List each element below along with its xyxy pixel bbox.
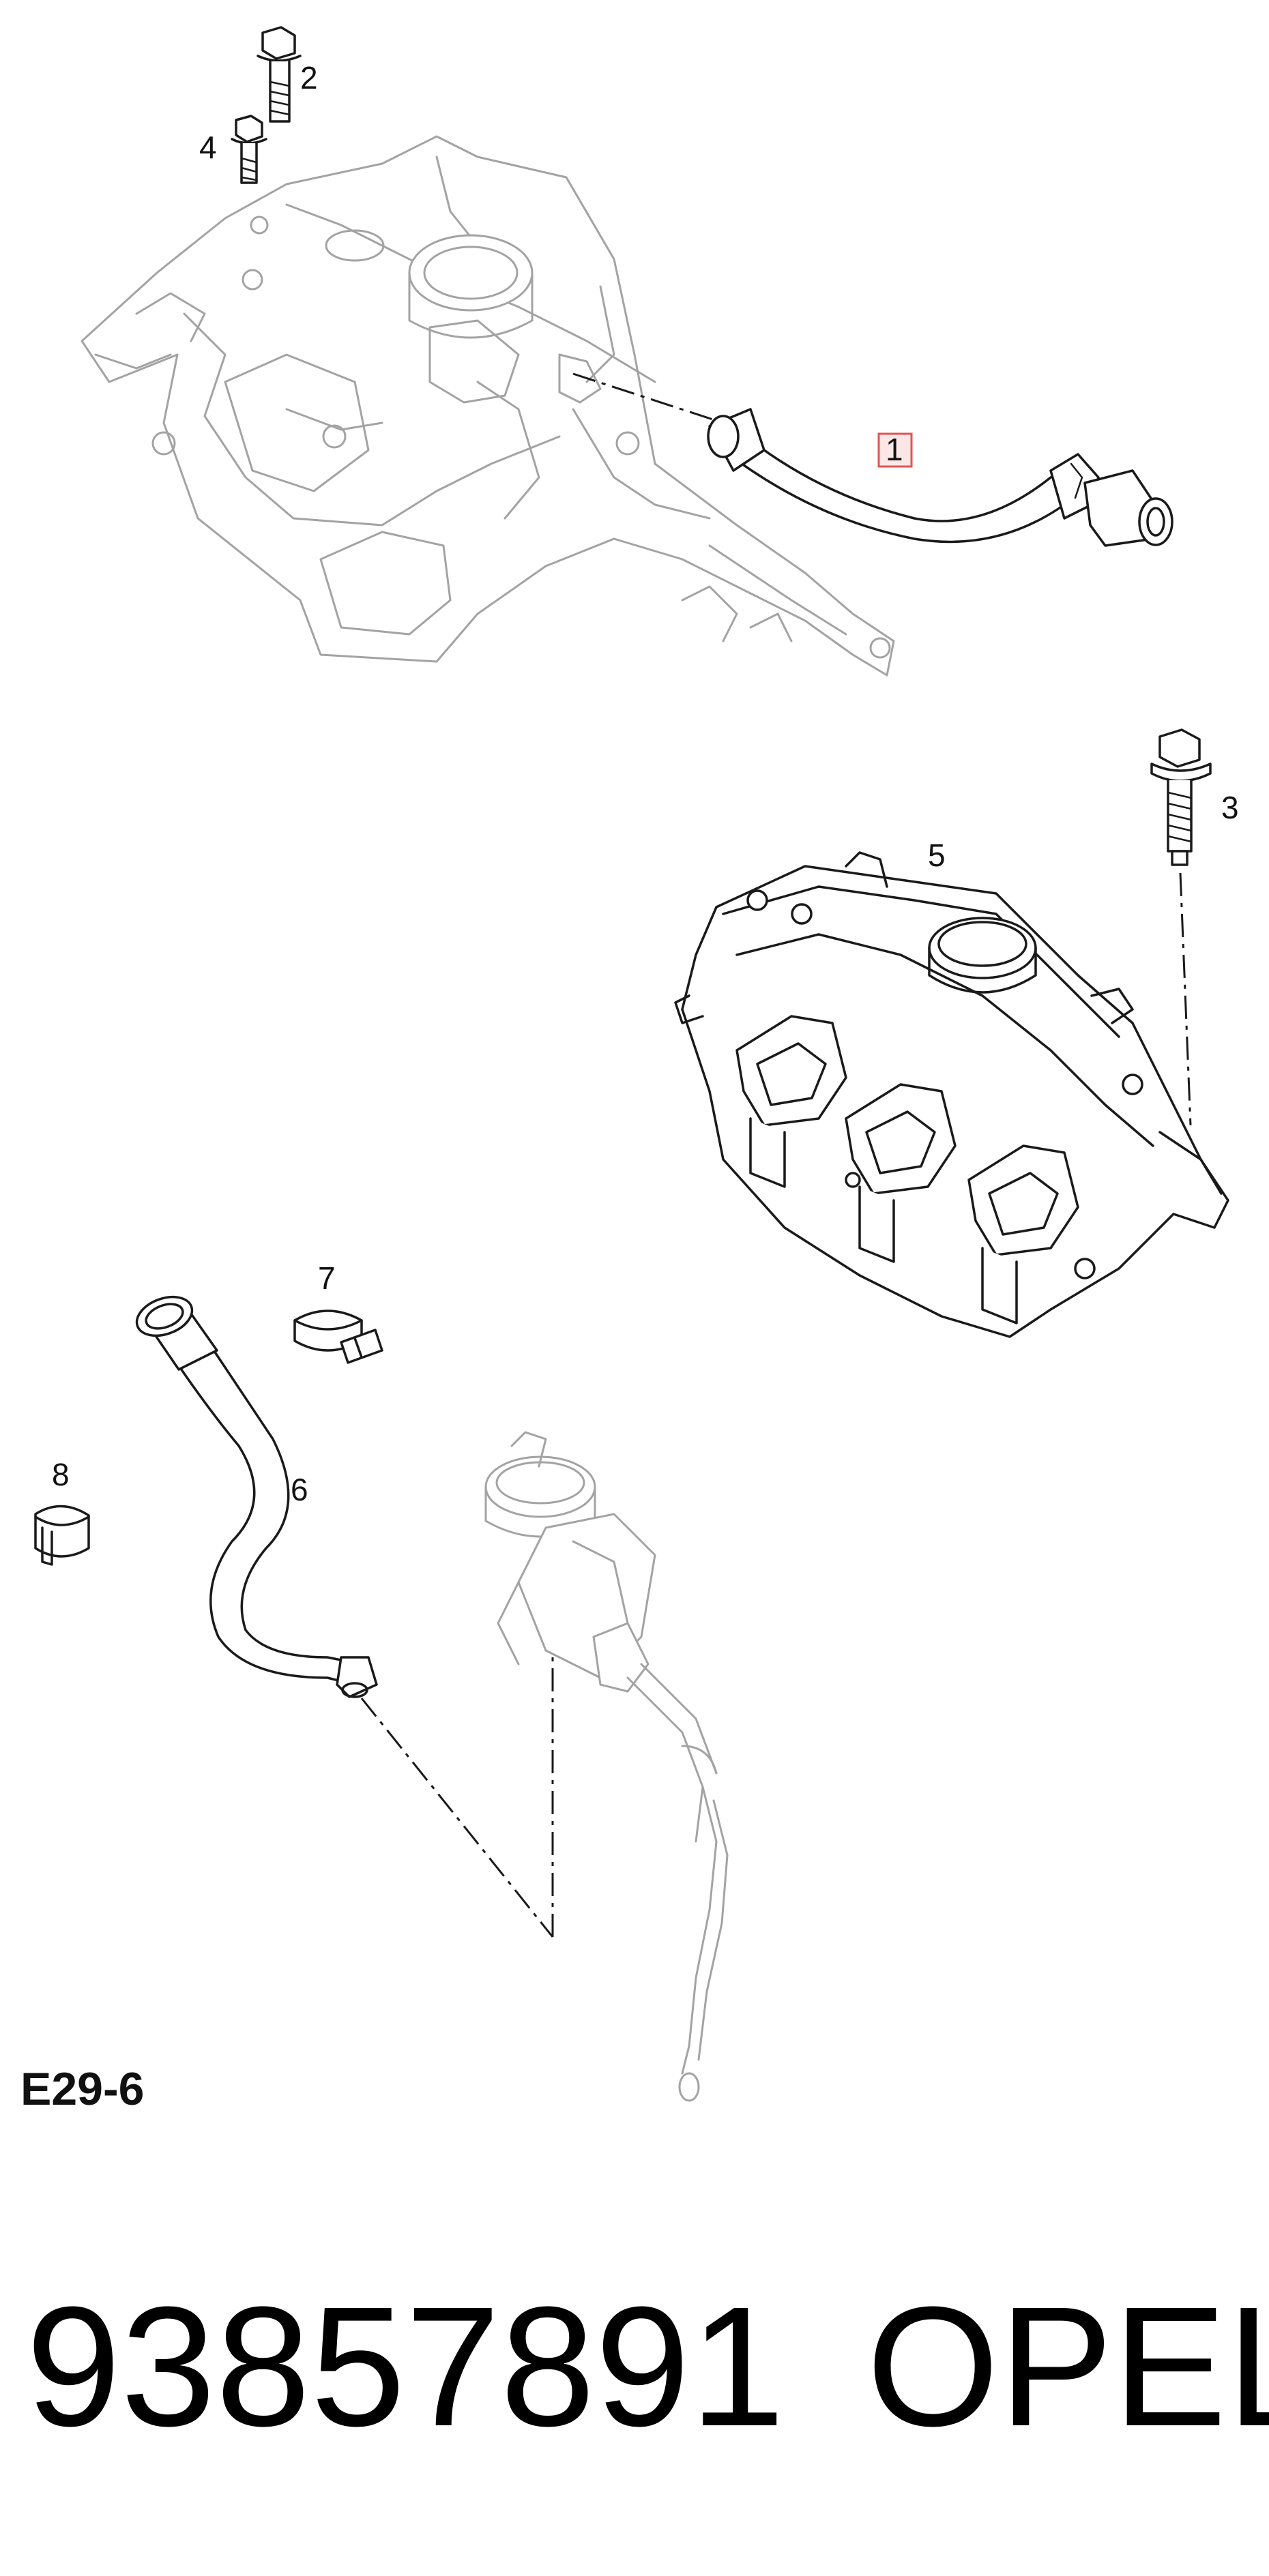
bolt-3: 3 bbox=[1150, 728, 1239, 1126]
callout-8: 8 bbox=[52, 1457, 70, 1492]
part-number: 93857891 bbox=[26, 2271, 785, 2461]
bolt-4: 4 bbox=[199, 115, 267, 184]
diagram-code: E29-6 bbox=[20, 2063, 145, 2115]
breather-hose-1: 1 bbox=[572, 372, 1173, 547]
hose-clamp-7: 7 bbox=[293, 1260, 383, 1364]
callout-6: 6 bbox=[291, 1472, 308, 1507]
footer: 93857891 OPEL bbox=[0, 2264, 1269, 2469]
hose-clamp-8: 8 bbox=[34, 1457, 90, 1566]
callout-4: 4 bbox=[199, 130, 217, 165]
callout-5: 5 bbox=[928, 838, 946, 873]
bolt-2: 2 bbox=[257, 26, 318, 123]
intake-manifold-5: 5 bbox=[674, 838, 1229, 1338]
ghost-oil-filler bbox=[484, 1431, 729, 2102]
callout-3: 3 bbox=[1221, 790, 1239, 825]
callout-1-box bbox=[877, 432, 913, 468]
brand-name: OPEL bbox=[866, 2271, 1269, 2461]
callout-7: 7 bbox=[318, 1260, 336, 1296]
callout-2: 2 bbox=[300, 60, 318, 95]
ghost-head-cover bbox=[81, 135, 895, 677]
callout-1: 1 bbox=[886, 432, 903, 467]
hose-6: 6 bbox=[135, 1295, 554, 1938]
